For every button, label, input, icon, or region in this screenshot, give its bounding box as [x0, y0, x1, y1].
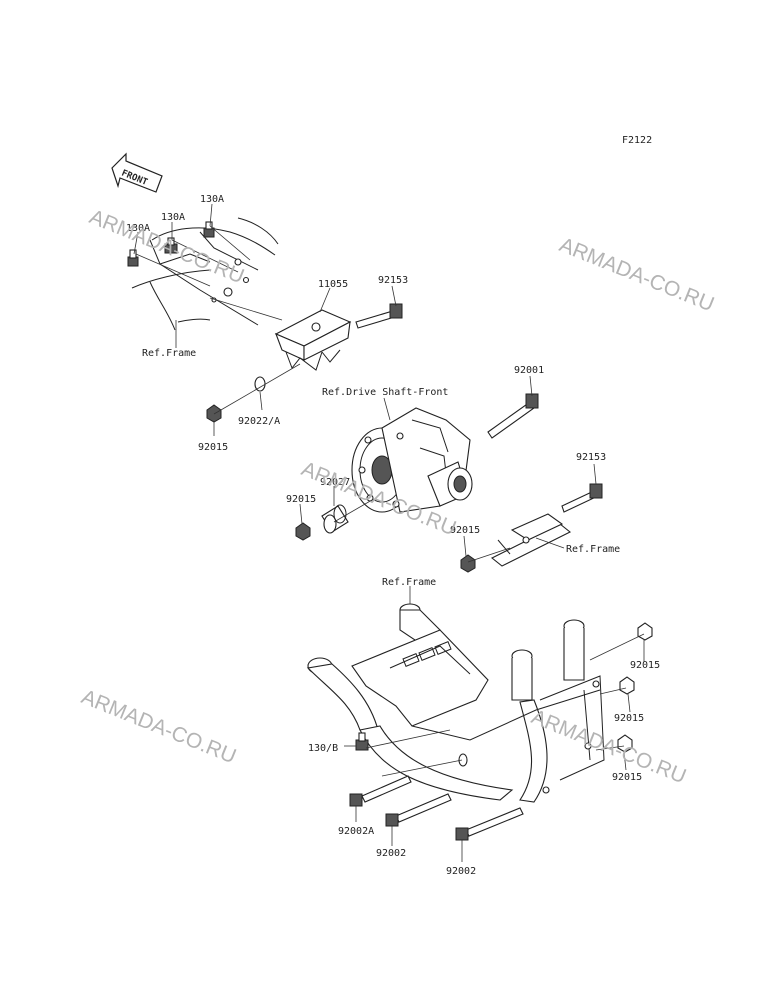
bolt-130a-left — [127, 249, 139, 267]
label-92001: 92001 — [514, 365, 544, 376]
label-ref-frame-right: Ref.Frame — [566, 544, 620, 555]
label-11055: 11055 — [318, 279, 348, 290]
label-130a-mid: 130A — [161, 212, 185, 223]
watermark-5: ARMADA-CO.RU — [528, 705, 689, 788]
label-92015-f: 92015 — [612, 772, 642, 783]
frame-top-section — [131, 217, 279, 331]
label-ref-drive-shaft-front: Ref.Drive Shaft-Front — [322, 387, 448, 398]
bolt-92002-2 — [455, 807, 524, 841]
bracket-11055 — [274, 309, 352, 371]
label-92002a: 92002A — [338, 826, 374, 837]
label-130b: 130/B — [308, 743, 338, 754]
label-92015-d: 92015 — [630, 660, 660, 671]
label-92002-2: 92002 — [446, 866, 476, 877]
watermark-2: ARMADA-CO.RU — [556, 233, 717, 316]
figure-code: F2122 — [622, 135, 652, 146]
nut-92015-a — [206, 404, 222, 423]
nut-92015-c — [460, 554, 476, 573]
front-differential — [351, 407, 473, 513]
collar-92027 — [321, 504, 349, 534]
frame-right-bracket — [490, 513, 572, 567]
bolt-130a-mid — [164, 237, 178, 254]
bolt-130b — [355, 732, 369, 751]
front-arrow-icon: FRONT — [111, 152, 163, 193]
label-92015-e: 92015 — [614, 713, 644, 724]
label-130a-right: 130A — [200, 194, 224, 205]
bolt-130a-right — [203, 221, 215, 238]
bolt-92153-mid — [561, 483, 603, 513]
label-92002-1: 92002 — [376, 848, 406, 859]
leader-lines — [133, 203, 645, 862]
nut-92015-d — [637, 622, 653, 641]
nut-92015-f — [617, 734, 633, 753]
label-92015-c: 92015 — [450, 525, 480, 536]
frame-bottom-cradle — [306, 603, 605, 803]
bolt-92153-top — [355, 303, 403, 329]
label-ref-frame-bottom: Ref.Frame — [382, 577, 436, 588]
label-92015-b: 92015 — [286, 494, 316, 505]
label-92022a: 92022/A — [238, 416, 280, 427]
bolt-92001 — [487, 393, 539, 439]
bolt-92002-1 — [385, 793, 452, 827]
label-92015-a: 92015 — [198, 442, 228, 453]
label-92153-mid: 92153 — [576, 452, 606, 463]
watermark-4: ARMADA-CO.RU — [78, 685, 239, 768]
label-130a-left: 130A — [126, 223, 150, 234]
bolt-92002a — [349, 775, 412, 807]
nut-92015-e — [619, 676, 635, 695]
part-labels: 130A 130A 130A 11055 92153 Ref.Frame 920… — [126, 194, 660, 877]
label-92027: 92027 — [320, 477, 350, 488]
label-ref-frame-top: Ref.Frame — [142, 348, 196, 359]
nut-92015-b — [295, 522, 311, 541]
label-92153-top: 92153 — [378, 275, 408, 286]
